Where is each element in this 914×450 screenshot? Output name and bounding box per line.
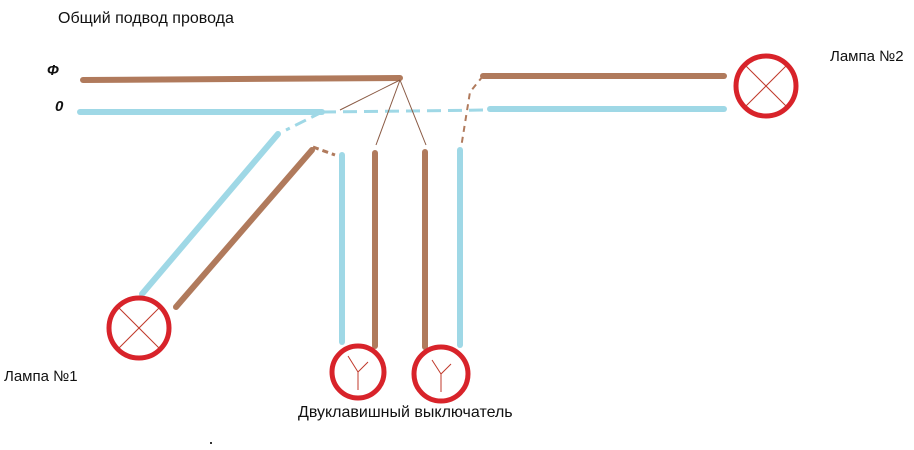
dashed-phase-lamp1 (312, 145, 336, 157)
switch-key-2-ring (411, 344, 471, 404)
phase-supply-wire (80, 75, 403, 83)
junction-line-2 (375, 79, 401, 146)
dashed-neutral-link (321, 108, 489, 114)
lamp-cross-icon (745, 65, 787, 107)
switch-key-2 (411, 344, 471, 404)
lamp-1 (106, 295, 172, 361)
lamp-2-ring (733, 53, 799, 119)
phase-wire-lamp-1 (173, 147, 315, 310)
switch-key-icon (347, 355, 369, 390)
switch-key-1 (329, 343, 387, 401)
junction-line-1 (339, 79, 401, 111)
lamp-1-ring (106, 295, 172, 361)
lamp-2 (733, 53, 799, 119)
neutral-label: 0 (55, 98, 64, 115)
speck (210, 442, 212, 444)
switch-key-1-ring (329, 343, 387, 401)
dashed-phase-lamp2 (460, 75, 484, 149)
neutral-wire-lamp-1 (139, 131, 281, 297)
lamp-cross-icon (117, 306, 161, 350)
switch-key-icon (431, 359, 452, 392)
junction-line-3 (399, 79, 427, 146)
lamp-2-label: Лампа №2 (830, 48, 904, 65)
phase-label: Ф (47, 62, 59, 79)
lamp-1-label: Лампа №1 (4, 368, 78, 385)
switch-label: Двуклавишный выключатель (298, 404, 513, 421)
dashed-neutral-lamp1 (285, 110, 323, 132)
diagram-title: Общий подвод провода (58, 10, 234, 27)
